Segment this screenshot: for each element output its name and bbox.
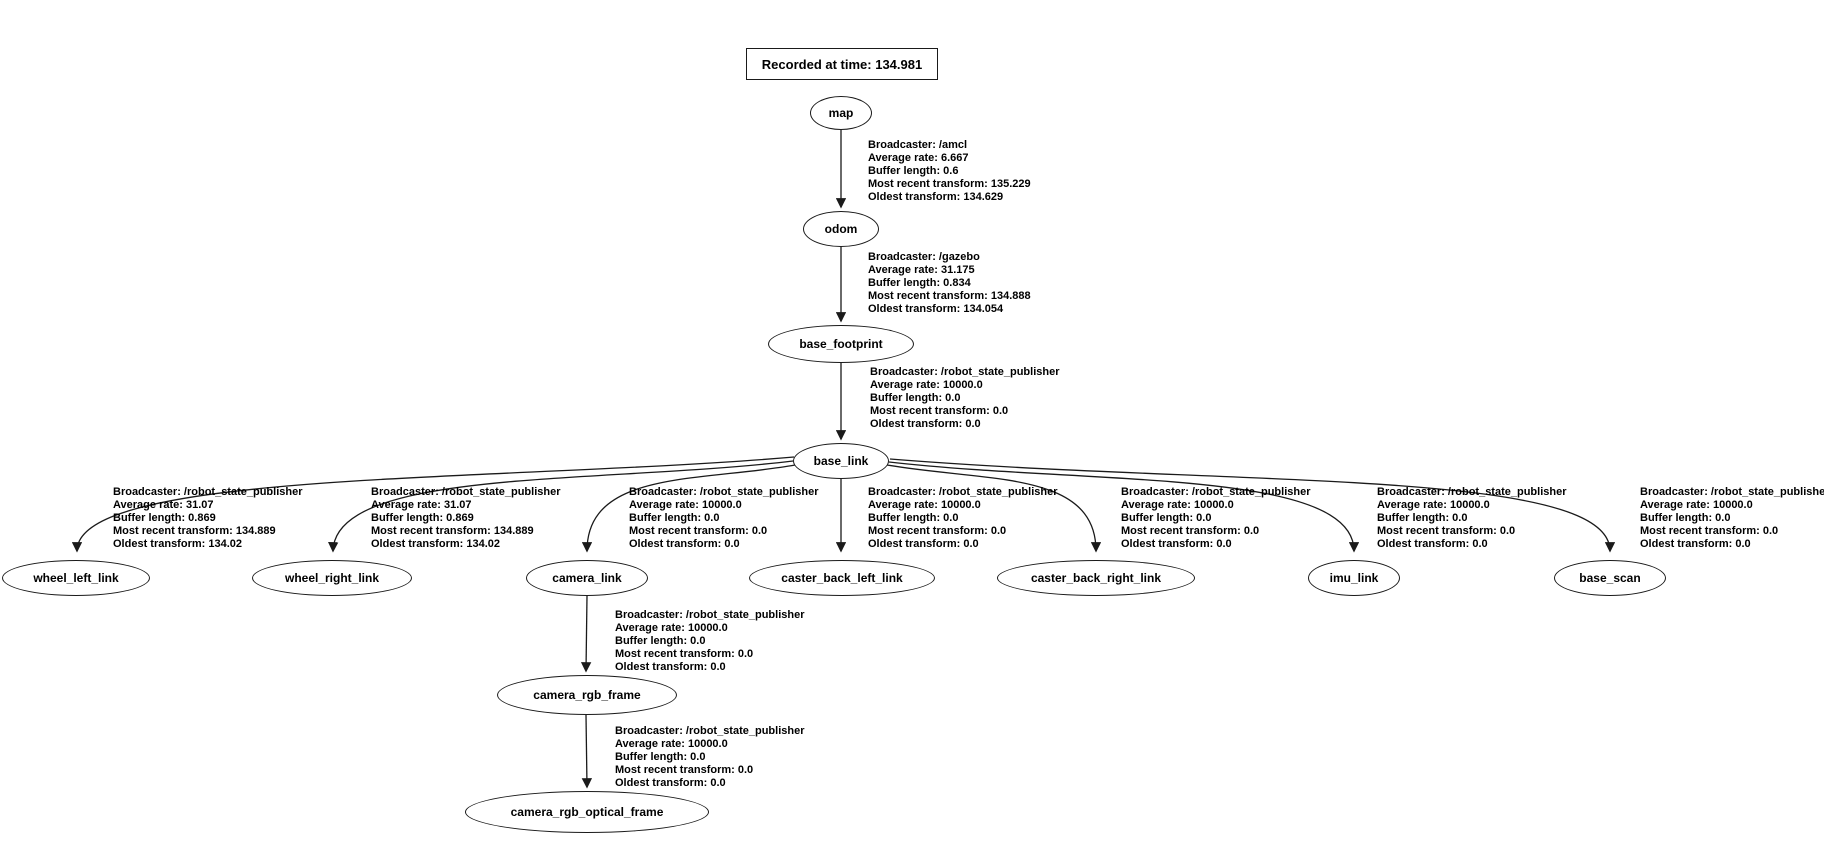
edge-stat-line: Oldest transform: 0.0 xyxy=(615,777,726,789)
recorded-time-box: Recorded at time: 134.981 xyxy=(746,48,938,80)
edge-stat-line: Buffer length: 0.0 xyxy=(1121,512,1212,524)
edge-base_link-to-camera_link xyxy=(581,464,796,553)
node-caster_back_right_link: caster_back_right_link xyxy=(997,560,1195,596)
edge-stat-line: Broadcaster: /gazebo xyxy=(868,251,980,263)
edge-camera_link-to-camera_rgb_frame xyxy=(580,595,592,673)
node-base_link: base_link xyxy=(793,443,889,479)
node-camera_rgb_frame: camera_rgb_frame xyxy=(497,675,677,715)
edge-stat-line: Broadcaster: /robot_state_publisher xyxy=(1377,486,1567,498)
node-imu_link: imu_link xyxy=(1308,560,1400,596)
edge-stat-line: Average rate: 31.175 xyxy=(868,264,975,276)
edge-stat-line: Broadcaster: /amcl xyxy=(868,139,968,151)
edge-stat-line: Average rate: 31.07 xyxy=(371,499,472,511)
edge-base_link-to-caster_back_right_link xyxy=(886,464,1102,553)
edge-stat-line: Oldest transform: 0.0 xyxy=(1377,538,1488,550)
node-wheel_right_link: wheel_right_link xyxy=(252,560,412,596)
edge-stat-line: Broadcaster: /robot_state_publisher xyxy=(371,486,561,498)
edge-base_link-to-imu_link xyxy=(888,461,1360,553)
edge-stat-line: Average rate: 10000.0 xyxy=(629,499,742,511)
edge-stat-line: Most recent transform: 0.0 xyxy=(1121,525,1260,537)
edge-stat-line: Average rate: 10000.0 xyxy=(615,622,728,634)
edge-stat-line: Buffer length: 0.869 xyxy=(113,512,216,524)
edge-stat-line: Oldest transform: 134.02 xyxy=(113,538,242,550)
edge-stat-line: Broadcaster: /robot_state_publisher xyxy=(629,486,819,498)
edge-base_link-to-base_scan xyxy=(889,458,1616,553)
edge-stat-line: Oldest transform: 134.054 xyxy=(868,303,1004,315)
edge-stat-line: Most recent transform: 135.229 xyxy=(868,178,1031,190)
node-wheel_left_link: wheel_left_link xyxy=(2,560,150,596)
edge-stat-line: Oldest transform: 0.0 xyxy=(1121,538,1232,550)
node-camera_rgb_optical_frame: camera_rgb_optical_frame xyxy=(465,791,709,833)
edge-stat-line: Buffer length: 0.0 xyxy=(615,635,706,647)
edge-stat-line: Buffer length: 0.834 xyxy=(868,277,971,289)
edge-stat-line: Buffer length: 0.869 xyxy=(371,512,474,524)
edge-stat-line: Most recent transform: 0.0 xyxy=(868,525,1007,537)
edge-stat-line: Buffer length: 0.0 xyxy=(1377,512,1468,524)
edge-stat-line: Average rate: 6.667 xyxy=(868,152,969,164)
edge-base_link-to-wheel_right_link xyxy=(328,460,794,553)
edge-stat-line: Broadcaster: /robot_state_publisher xyxy=(615,609,805,621)
edge-stat-line: Broadcaster: /robot_state_publisher xyxy=(615,725,805,737)
edge-camera_rgb_frame-to-camera_rgb_optical_frame xyxy=(581,714,593,789)
edge-stat-line: Average rate: 10000.0 xyxy=(615,738,728,750)
edge-stat-line: Buffer length: 0.6 xyxy=(868,165,959,177)
edge-stat-line: Most recent transform: 134.888 xyxy=(868,290,1031,302)
node-map: map xyxy=(810,96,872,130)
edge-stat-line: Oldest transform: 0.0 xyxy=(1640,538,1751,550)
edge-stat-line: Broadcaster: /robot_state_publisher xyxy=(1640,486,1824,498)
edge-stat-line: Average rate: 10000.0 xyxy=(1640,499,1753,511)
edge-stat-line: Most recent transform: 0.0 xyxy=(870,405,1009,417)
edge-stat-line: Oldest transform: 0.0 xyxy=(870,418,981,430)
edge-stat-line: Average rate: 10000.0 xyxy=(1121,499,1234,511)
edge-stat-line: Average rate: 10000.0 xyxy=(870,379,983,391)
edge-stat-line: Broadcaster: /robot_state_publisher xyxy=(870,366,1060,378)
edge-stat-line: Oldest transform: 0.0 xyxy=(629,538,740,550)
node-caster_back_left_link: caster_back_left_link xyxy=(749,560,935,596)
edge-stat-line: Most recent transform: 134.889 xyxy=(113,525,276,537)
edge-stat-line: Buffer length: 0.0 xyxy=(1640,512,1731,524)
edge-stat-line: Most recent transform: 134.889 xyxy=(371,525,534,537)
edge-stat-line: Most recent transform: 0.0 xyxy=(615,764,754,776)
edge-stat-line: Oldest transform: 0.0 xyxy=(868,538,979,550)
edge-stat-line: Broadcaster: /robot_state_publisher xyxy=(1121,486,1311,498)
edge-stat-line: Buffer length: 0.0 xyxy=(868,512,959,524)
edge-stat-line: Buffer length: 0.0 xyxy=(629,512,720,524)
node-camera_link: camera_link xyxy=(526,560,648,596)
node-base_footprint: base_footprint xyxy=(768,325,914,363)
node-base_scan: base_scan xyxy=(1554,560,1666,596)
edge-stat-line: Oldest transform: 134.629 xyxy=(868,191,1004,203)
edge-stat-line: Average rate: 10000.0 xyxy=(1377,499,1490,511)
edge-stat-line: Most recent transform: 0.0 xyxy=(615,648,754,660)
edge-stat-line: Buffer length: 0.0 xyxy=(870,392,961,404)
edge-stat-line: Broadcaster: /robot_state_publisher xyxy=(113,486,303,498)
edge-stat-line: Oldest transform: 0.0 xyxy=(615,661,726,673)
edge-stat-line: Broadcaster: /robot_state_publisher xyxy=(868,486,1058,498)
edge-stat-line: Most recent transform: 0.0 xyxy=(1377,525,1516,537)
edge-stat-line: Most recent transform: 0.0 xyxy=(629,525,768,537)
edge-stat-line: Buffer length: 0.0 xyxy=(615,751,706,763)
edge-stat-line: Oldest transform: 134.02 xyxy=(371,538,500,550)
edge-base_link-to-wheel_left_link xyxy=(71,456,795,553)
edge-stat-line: Most recent transform: 0.0 xyxy=(1640,525,1779,537)
edge-stat-line: Average rate: 10000.0 xyxy=(868,499,981,511)
edge-stat-line: Average rate: 31.07 xyxy=(113,499,214,511)
node-odom: odom xyxy=(803,211,879,247)
